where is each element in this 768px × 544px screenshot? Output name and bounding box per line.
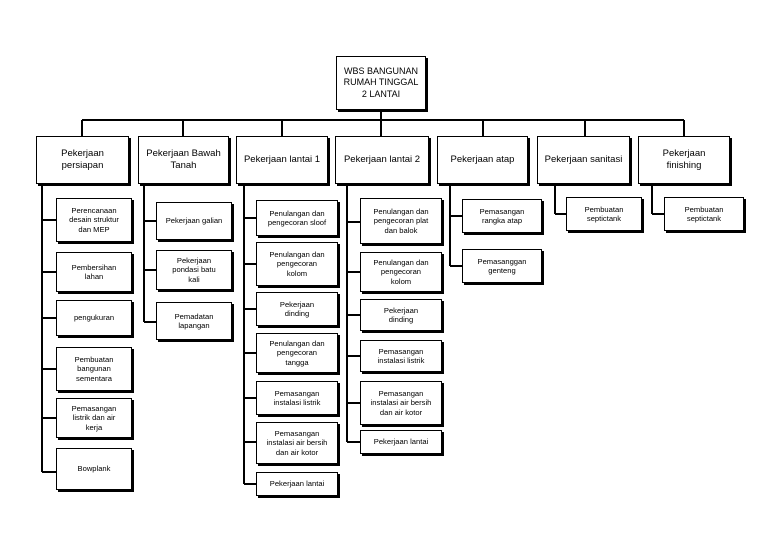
task-box: Pemadatan lapangan bbox=[156, 302, 232, 340]
task-box: Pekerjaan dinding bbox=[360, 299, 442, 331]
task-box: Pemasangan instalasi listrik bbox=[256, 381, 338, 415]
task-box: Pemasanggan genteng bbox=[462, 249, 542, 283]
task-box: Penulangan dan pengecoran tangga bbox=[256, 333, 338, 373]
category-pekerjaan-sanitasi: Pekerjaan sanitasi bbox=[537, 136, 630, 184]
task-box: Pekerjaan dinding bbox=[256, 292, 338, 326]
task-box: Penulangan dan pengecoran plat dan balok bbox=[360, 198, 442, 244]
task-box: Penulangan dan pengecoran kolom bbox=[360, 252, 442, 292]
task-box: Pembersihan lahan bbox=[56, 252, 132, 292]
category-pekerjaan-lantai-1: Pekerjaan lantai 1 bbox=[236, 136, 328, 184]
task-box: Pembuatan septictank bbox=[664, 197, 744, 231]
task-box: Penulangan dan pengecoran kolom bbox=[256, 242, 338, 286]
task-box: Pemasangan instalasi air bersih dan air … bbox=[256, 422, 338, 464]
category-pekerjaan-bawah-tanah: Pekerjaan Bawah Tanah bbox=[138, 136, 229, 184]
task-box: Pekerjaan lantai bbox=[256, 472, 338, 496]
category-pekerjaan-persiapan: Pekerjaan persiapan bbox=[36, 136, 129, 184]
task-box: Perencanaan desain struktur dan MEP bbox=[56, 198, 132, 242]
task-box: Pembuatan septictank bbox=[566, 197, 642, 231]
task-box: Pekerjaan lantai bbox=[360, 430, 442, 454]
task-box: Penulangan dan pengecoran sloof bbox=[256, 200, 338, 236]
task-box: Pemasangan listrik dan air kerja bbox=[56, 398, 132, 438]
root-node: WBS BANGUNAN RUMAH TINGGAL 2 LANTAI bbox=[336, 56, 426, 110]
task-box: Bowplank bbox=[56, 448, 132, 490]
task-box: Pemasangan instalasi air bersih dan air … bbox=[360, 381, 442, 425]
task-box: Pekerjaan pondasi batu kali bbox=[156, 250, 232, 290]
task-box: Pekerjaan galian bbox=[156, 202, 232, 240]
category-pekerjaan-atap: Pekerjaan atap bbox=[437, 136, 528, 184]
task-box: pengukuran bbox=[56, 300, 132, 336]
category-pekerjaan-lantai-2: Pekerjaan lantai 2 bbox=[335, 136, 429, 184]
task-box: Pemasangan rangka atap bbox=[462, 199, 542, 233]
task-box: Pembuatan bangunan sementara bbox=[56, 347, 132, 391]
task-box: Pemasangan instalasi listrik bbox=[360, 340, 442, 372]
category-pekerjaan-finishing: Pekerjaan finishing bbox=[638, 136, 730, 184]
